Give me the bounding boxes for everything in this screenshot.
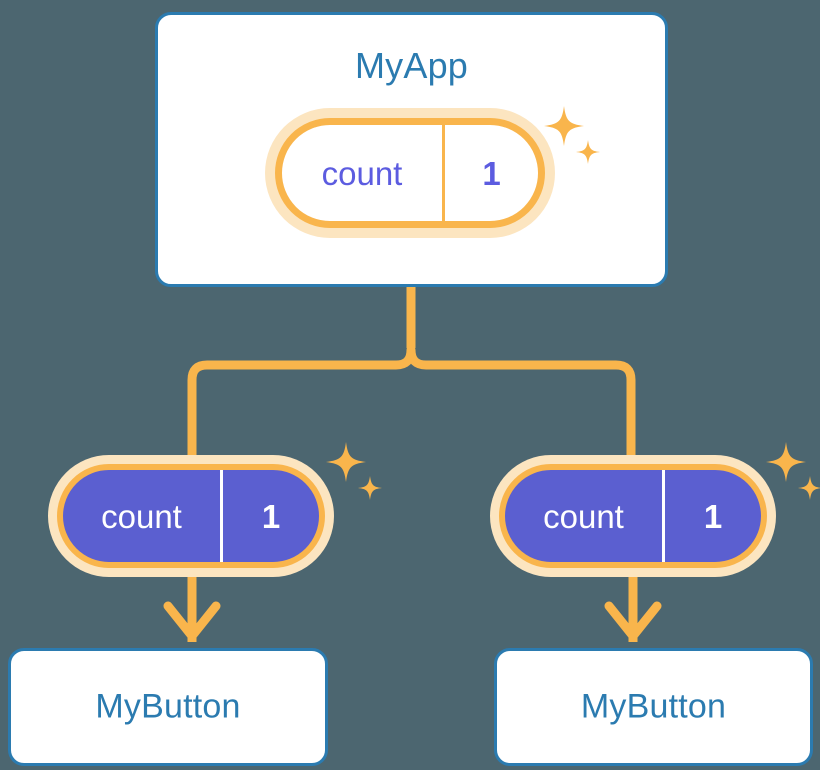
state-key: count <box>282 125 445 221</box>
state-key: count <box>63 470 223 562</box>
root-component-label: MyApp <box>354 45 469 86</box>
connector-branches <box>187 345 636 460</box>
sparkle-icon <box>766 442 806 482</box>
state-value: 1 <box>261 497 281 535</box>
child-component-card-right[interactable]: MyButton <box>494 648 813 766</box>
state-pill-child-left[interactable]: count 1 <box>48 455 334 577</box>
child-component-label: MyButton <box>95 687 241 726</box>
sparkle-icon <box>326 442 366 482</box>
state-pill-body: count 1 <box>57 464 325 568</box>
state-value: 1 <box>482 154 501 192</box>
arrow-down-icon-left <box>163 601 221 641</box>
child-component-label: MyButton <box>580 687 727 726</box>
state-pill-body: count 1 <box>275 118 545 228</box>
state-pill-root[interactable]: count 1 <box>265 108 555 238</box>
state-value: 1 <box>703 497 723 535</box>
sparkle-small-icon <box>358 476 382 500</box>
sparkle-small-icon <box>798 476 820 500</box>
state-pill-body: count 1 <box>499 464 767 568</box>
state-key: count <box>505 470 665 562</box>
child-component-card-left[interactable]: MyButton <box>8 648 328 766</box>
state-pill-child-right[interactable]: count 1 <box>490 455 776 577</box>
arrow-down-icon-right <box>604 601 662 641</box>
